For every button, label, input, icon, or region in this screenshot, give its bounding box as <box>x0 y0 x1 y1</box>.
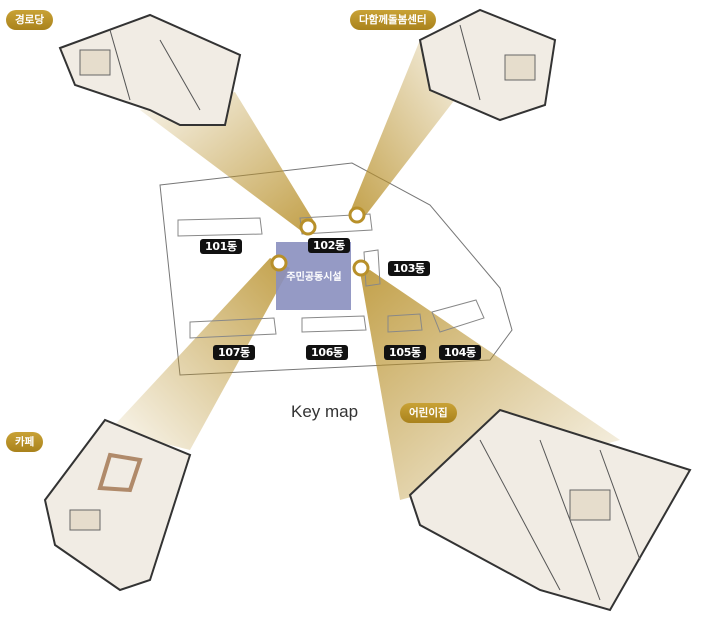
marker-cafe <box>270 254 288 272</box>
community-facility-label: 주민공동시설 <box>286 272 342 283</box>
floorplan-cafe <box>43 418 192 592</box>
building-label-105: 105동 <box>384 345 426 360</box>
outline-106 <box>301 315 367 333</box>
location-markers <box>270 206 370 277</box>
daycare-center-label: 다함께돌봄센터 <box>350 10 436 30</box>
building-label-106: 106동 <box>306 345 348 360</box>
outline-107 <box>189 317 277 339</box>
beam-cafe <box>110 258 290 450</box>
marker-kindergarten <box>352 259 370 277</box>
floorplan-daycare-center <box>418 8 557 122</box>
outline-104 <box>431 299 485 333</box>
marker-daycare-center <box>348 206 366 224</box>
beam-senior-center <box>140 92 315 230</box>
building-label-102: 102동 <box>308 238 350 253</box>
outline-101 <box>177 217 263 237</box>
marker-senior-center <box>299 218 317 236</box>
building-label-104: 104동 <box>439 345 481 360</box>
floorplan-senior-center <box>58 13 242 126</box>
cafe-label: 카페 <box>6 432 44 452</box>
senior-center-label: 경로당 <box>6 10 53 30</box>
key-map-title: Key map <box>291 402 359 421</box>
building-label-103: 103동 <box>388 261 430 276</box>
outline-105 <box>387 313 423 333</box>
floorplan-kindergarten <box>408 408 692 612</box>
building-label-107: 107동 <box>213 345 255 360</box>
kindergarten-label: 어린이집 <box>400 403 457 423</box>
community-block <box>276 242 351 310</box>
building-label-101: 101동 <box>200 239 242 254</box>
